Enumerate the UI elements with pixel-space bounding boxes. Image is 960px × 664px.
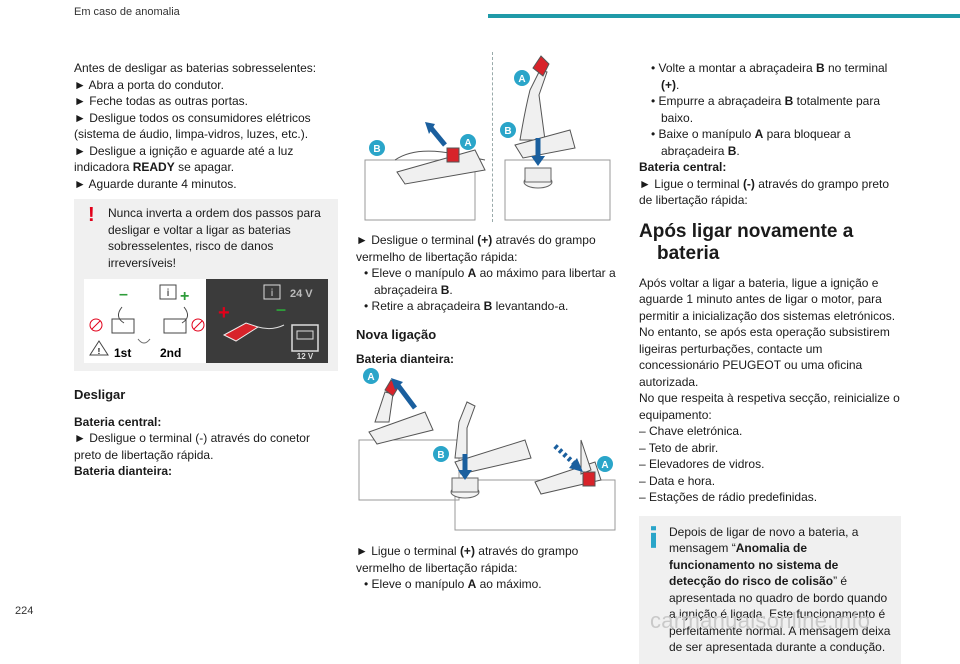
front-battery-label-2: Bateria dianteira: [356, 352, 455, 366]
list-item: – Data e hora. [639, 473, 716, 488]
warning-icon: ! [88, 204, 95, 226]
central-disconnect-step: ► Desligue o terminal (-) através do con… [74, 431, 310, 462]
bullet-raise-handle: • Eleve o manípulo A ao máximo para libe… [364, 266, 616, 297]
list-item: – Elevadores de vidros. [639, 457, 765, 471]
second-step-label: 2nd [160, 346, 181, 360]
column-3: • Volte a montar a abraçadeira B no term… [639, 60, 901, 664]
svg-text:A: A [367, 372, 374, 383]
front-battery-label: Bateria dianteira: [74, 464, 173, 478]
para-disturbances: No entanto, se após esta operação subsis… [639, 325, 890, 389]
plus-sign: + [180, 288, 189, 305]
para-ignition: Após voltar a ligar a bateria, ligue a i… [639, 275, 896, 323]
info-text: Depois de ligar de novo a bateria, a men… [669, 524, 891, 655]
warning-box: ! Nunca inverta a ordem dos passos para … [74, 199, 338, 371]
list-item: – Estações de rádio predefinidas. [639, 490, 818, 504]
central-battery-label-2: Bateria central: [639, 160, 727, 174]
figure-separator [492, 52, 493, 222]
minus-sign: – [119, 286, 128, 303]
first-step-label: 1st [114, 346, 131, 360]
svg-text:i: i [271, 288, 274, 299]
info-glyph: i [167, 288, 170, 299]
step-close-doors: ► Feche todas as outras portas. [74, 94, 248, 108]
battery-voltage-diagram: i 24 V + – 12 V [206, 279, 328, 363]
handle-a-label: A [464, 138, 471, 149]
para-reinitialize: No que respeita à respetiva secção, rein… [639, 391, 900, 422]
sequence-diagram: i – + ! 1st 2nd i 24 V [84, 279, 328, 363]
clamp-b-label: B [373, 144, 380, 155]
watermark: carmanualsonline.info [650, 608, 871, 633]
svg-text:+: + [218, 302, 230, 324]
svg-text:B: B [504, 126, 511, 137]
step-wait: ► Aguarde durante 4 minutos. [74, 176, 237, 191]
svg-text:!: ! [98, 347, 101, 356]
disconnect-positive-step: ► Desligue o terminal (+) através do gra… [356, 233, 596, 264]
step-ignition-off: ► Desligue a ignição e aguarde até a luz… [74, 143, 294, 175]
intro-text: Antes de desligar as baterias sobressele… [74, 61, 317, 75]
voltage-24v-label: 24 V [290, 288, 313, 300]
column-1: Antes de desligar as baterias sobressele… [74, 60, 339, 480]
step-switch-off-consumers: ► Desligue todos os consumidores elétric… [74, 110, 311, 142]
svg-text:A: A [518, 74, 525, 85]
connect-positive-step: ► Ligue o terminal (+) através do grampo… [356, 544, 579, 575]
bullet-raise-handle-max: • Eleve o manípulo A ao máximo. [364, 577, 542, 591]
central-connect-step: ► Ligue o terminal (-) através do grampo… [639, 176, 890, 208]
reconnect-clamp-figure: A B A [358, 368, 616, 531]
disconnect-order-diagram: i – + ! 1st 2nd [84, 279, 206, 363]
svg-text:A: A [601, 460, 608, 471]
bullet-lower-handle: • Baixe o manípulo A para bloquear a abr… [651, 127, 851, 158]
voltage-12v-label: 12 V [297, 352, 314, 361]
after-reconnect-heading: Após ligar novamente a bateria [639, 220, 854, 264]
svg-text:B: B [437, 450, 444, 461]
svg-text:–: – [276, 299, 286, 319]
list-item: – Chave eletrónica. [639, 424, 743, 438]
list-item: – Teto de abrir. [639, 440, 719, 455]
reconnect-heading: Nova ligação [356, 326, 437, 342]
bullet-refit-clamp: • Volte a montar a abraçadeira B no term… [651, 61, 888, 92]
section-header: Em caso de anomalia [74, 6, 180, 18]
page-number: 224 [15, 605, 34, 617]
bullet-remove-clamp: • Retire a abraçadeira B levantando-a. [364, 299, 569, 313]
warning-text: Nunca inverta a ordem dos passos para de… [108, 206, 321, 270]
column-2-bottom: ► Ligue o terminal (+) através do grampo… [356, 543, 618, 593]
info-box: Depois de ligar de novo a bateria, a men… [639, 515, 901, 664]
info-icon [651, 525, 656, 548]
central-battery-label: Bateria central: [74, 414, 162, 429]
disconnect-heading: Desligar [74, 387, 126, 402]
header-accent-bar [488, 14, 960, 18]
bullet-push-clamp: • Empurre a abraçadeira B totalmente par… [651, 94, 880, 125]
step-open-door: ► Abra a porta do condutor. [74, 77, 224, 92]
disconnect-clamp-figure: A B A B [364, 55, 611, 221]
column-2: ► Desligue o terminal (+) através do gra… [356, 232, 618, 368]
